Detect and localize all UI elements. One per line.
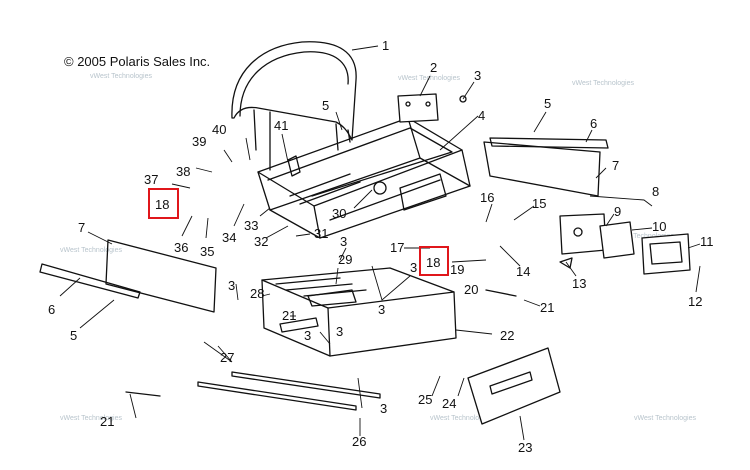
- callout-3: 3: [378, 302, 385, 317]
- skid-rails-part: [197, 371, 381, 411]
- callout-17: 17: [390, 240, 404, 255]
- callout-21: 21: [540, 300, 554, 315]
- callout-5: 5: [70, 328, 77, 343]
- callout-5: 5: [544, 96, 551, 111]
- leader-lines: [59, 45, 701, 441]
- mud-flap-part: [467, 347, 561, 425]
- callout-3: 3: [228, 278, 235, 293]
- callout-36: 36: [174, 240, 188, 255]
- callout-25: 25: [418, 392, 432, 407]
- callout-6: 6: [590, 116, 597, 131]
- left-side-panel-part: [39, 239, 217, 313]
- callout-38: 38: [176, 164, 190, 179]
- callout-3: 3: [304, 328, 311, 343]
- callout-3: 3: [474, 68, 481, 83]
- callout-21: 21: [282, 308, 296, 323]
- callout-30: 30: [332, 206, 346, 221]
- highlight-box-18-right: [419, 246, 449, 276]
- callout-7: 7: [612, 158, 619, 173]
- callout-3: 3: [380, 401, 387, 416]
- callout-2: 2: [430, 60, 437, 75]
- callout-9: 9: [614, 204, 621, 219]
- callout-7: 7: [78, 220, 85, 235]
- callout-21: 21: [100, 414, 114, 429]
- callout-40: 40: [212, 122, 226, 137]
- callout-35: 35: [200, 244, 214, 259]
- callout-32: 32: [254, 234, 268, 249]
- callout-16: 16: [480, 190, 494, 205]
- storage-box-part: [261, 267, 457, 357]
- callout-19: 19: [450, 262, 464, 277]
- watermark: vWest Technologies: [60, 415, 122, 422]
- watermark: vWest Technologies: [90, 73, 152, 80]
- callout-14: 14: [516, 264, 530, 279]
- callout-34: 34: [222, 230, 236, 245]
- callout-24: 24: [442, 396, 456, 411]
- callout-33: 33: [244, 218, 258, 233]
- watermark: vWest Technologies: [60, 247, 122, 254]
- callout-10: 10: [652, 219, 666, 234]
- callout-4: 4: [478, 108, 485, 123]
- callout-26: 26: [352, 434, 366, 449]
- backrest-part: [231, 41, 357, 171]
- callout-1: 1: [382, 38, 389, 53]
- callout-5: 5: [322, 98, 329, 113]
- callout-12: 12: [688, 294, 702, 309]
- callout-20: 20: [464, 282, 478, 297]
- copyright-notice: © 2005 Polaris Sales Inc.: [64, 54, 211, 69]
- callout-22: 22: [500, 328, 514, 343]
- callout-18: 18: [426, 255, 440, 270]
- callout-28: 28: [250, 286, 264, 301]
- callout-39: 39: [192, 134, 206, 149]
- callout-23: 23: [518, 440, 532, 455]
- callout-8: 8: [652, 184, 659, 199]
- callout-37: 37: [144, 172, 158, 187]
- watermark: vWest Technologies: [634, 415, 696, 422]
- callout-3: 3: [410, 260, 417, 275]
- callout-6: 6: [48, 302, 55, 317]
- rods-part: [125, 289, 517, 397]
- watermark: vWest Technologies: [430, 415, 492, 422]
- callout-3: 3: [336, 324, 343, 339]
- callout-29: 29: [338, 252, 352, 267]
- callout-31: 31: [314, 226, 328, 241]
- callout-15: 15: [532, 196, 546, 211]
- callout-13: 13: [572, 276, 586, 291]
- callout-18: 18: [155, 197, 169, 212]
- watermark: vWest Technologies: [572, 80, 634, 87]
- watermark: vWest Technologies: [612, 233, 674, 240]
- callout-27: 27: [220, 350, 234, 365]
- callout-labels: 1 2 3 3 3 3 3 3 3 3 4 5 5 5 6 6 7 7 8 9 …: [48, 38, 714, 455]
- right-side-panel-part: [483, 137, 609, 197]
- callout-41: 41: [274, 118, 288, 133]
- bracket-part: [397, 93, 467, 123]
- highlight-box-18-left: [148, 188, 179, 219]
- rack-frame-part: [257, 117, 471, 239]
- callout-11: 11: [700, 234, 714, 249]
- callout-3: 3: [340, 234, 347, 249]
- tail-light-part: [559, 213, 691, 275]
